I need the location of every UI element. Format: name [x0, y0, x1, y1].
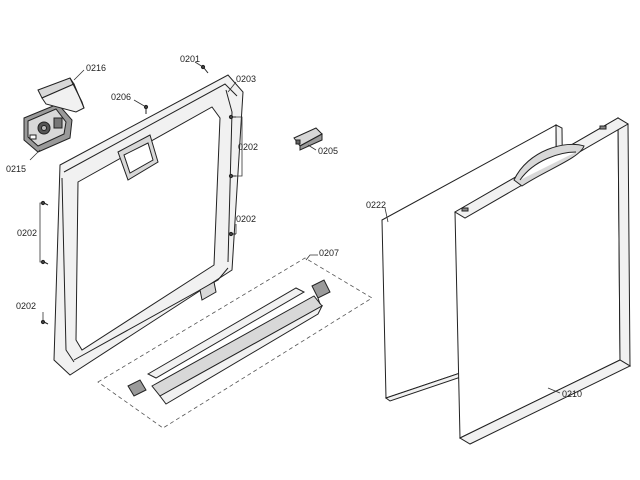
label-0202-right-lower: 0202: [236, 214, 256, 224]
label-0210: 0210: [562, 389, 582, 399]
bottom-trim-assembly: [97, 257, 373, 429]
label-0203: 0203: [236, 74, 256, 84]
label-0202-right-upper: 0202: [238, 142, 258, 152]
callout-labels: 0216 0201 0206 0203 0202 0202 0215 0205 …: [6, 54, 582, 399]
detergent-dispenser: [23, 103, 73, 153]
label-0216: 0216: [86, 63, 106, 73]
dispenser-cover: [37, 77, 85, 113]
label-0201: 0201: [180, 54, 200, 64]
label-0205: 0205: [318, 146, 338, 156]
label-0222: 0222: [366, 200, 386, 210]
screw-right-mid: [228, 173, 236, 179]
inner-door-frame: [53, 74, 244, 376]
label-0215: 0215: [6, 164, 26, 174]
door-latch: [293, 127, 323, 151]
label-0206: 0206: [111, 92, 131, 102]
label-0207: 0207: [319, 248, 339, 258]
label-0202-left-lower: 0202: [16, 301, 36, 311]
screw-right-lower: [228, 231, 236, 237]
label-0202-left-upper: 0202: [17, 228, 37, 238]
outer-door-panel: [454, 117, 632, 445]
screw-left-lower: [40, 319, 49, 325]
leader-lines: [29, 61, 561, 394]
screw-right-upper: [228, 114, 236, 120]
